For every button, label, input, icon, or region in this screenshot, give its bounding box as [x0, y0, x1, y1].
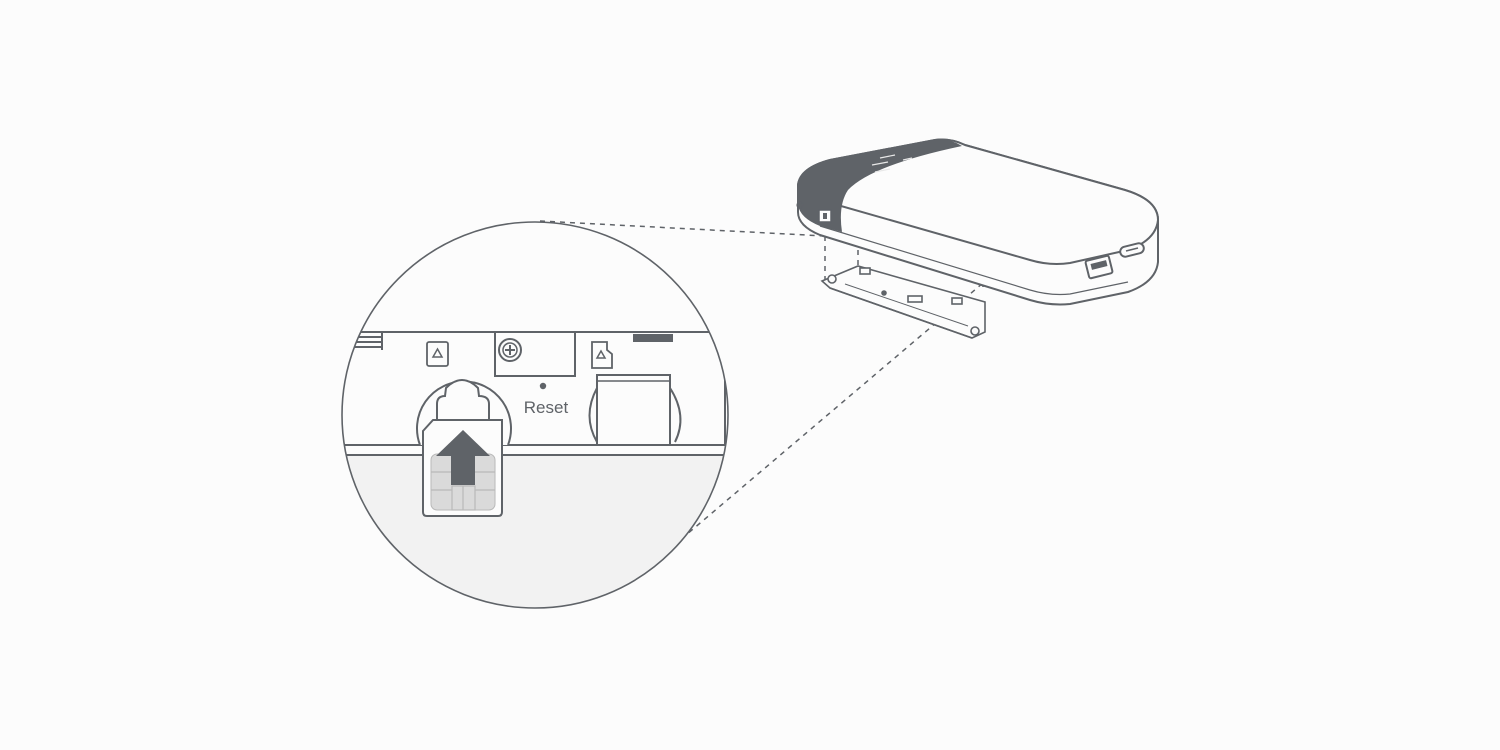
screw-icon — [498, 338, 522, 362]
back-cover-panel — [820, 265, 986, 339]
magnifier-outline — [341, 221, 729, 609]
triangle-icon — [595, 349, 607, 359]
led-indicator — [796, 201, 804, 209]
hotspot-device — [796, 138, 1160, 306]
sim-card — [422, 419, 503, 517]
microsd-slot — [588, 374, 682, 446]
lower-panel-area — [342, 455, 728, 608]
leader-line-top — [539, 220, 826, 237]
magnified-detail: Reset — [341, 221, 729, 609]
screw-compartment — [494, 331, 576, 377]
reset-label: Reset — [524, 398, 569, 417]
usb-a-port-icon — [1084, 254, 1114, 280]
status-indicator-marks — [871, 154, 913, 173]
device-top-accent — [798, 139, 962, 232]
sim-slot-marker — [426, 341, 449, 367]
reset-hole — [539, 382, 547, 390]
usb-c-port-icon — [1119, 242, 1145, 258]
top-right-mark — [633, 334, 673, 342]
microsd-slot-marker — [591, 341, 613, 369]
triangle-icon — [431, 347, 444, 358]
device-bottom-edge — [819, 225, 1129, 296]
arrow-up-icon — [436, 430, 490, 485]
